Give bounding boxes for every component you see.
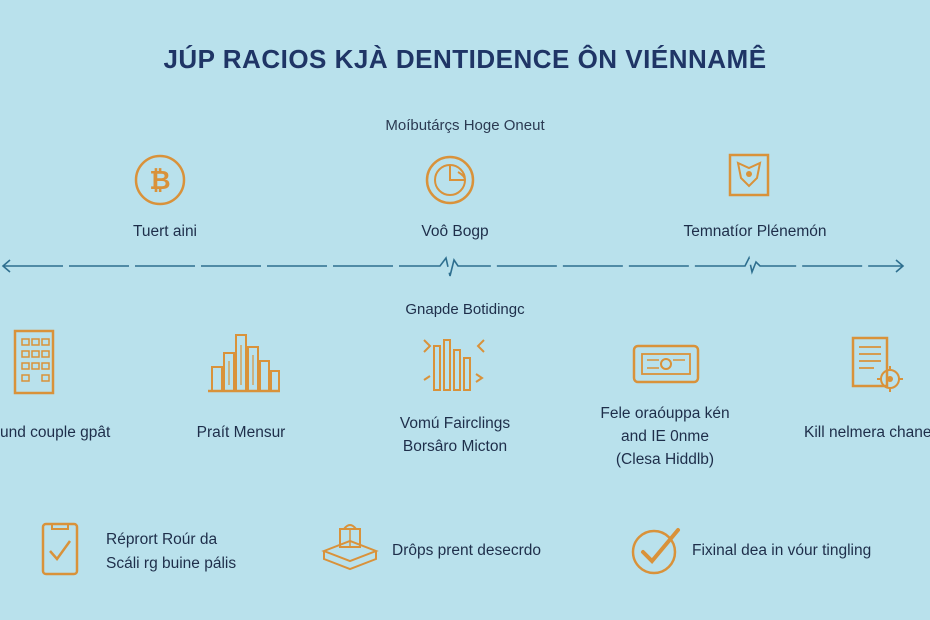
top-label-2: Voô Bogp (421, 223, 489, 240)
middle-label-3b: Borsâro Micton (402, 438, 508, 455)
bitcoin-icon: ₿ (133, 153, 187, 207)
document-gear-icon (850, 335, 904, 395)
middle-label-1: und couple gpât (0, 424, 111, 441)
top-label-3: Temnatíor Plénemón (683, 223, 827, 240)
clipboard-check-icon (40, 521, 80, 577)
bottom-label-3: Fixinal dea in vóur tingling (692, 542, 872, 559)
middle-label-4b: and IE 0nme (621, 428, 709, 445)
middle-heading: Gnapde Botidingc (405, 301, 525, 318)
diagram-title: JÚP RACIOS KJÀ DENTIDENCE ÔN VIÉNNAMÊ (163, 44, 767, 74)
bottom-label-2: Drôps prent desecrdo (392, 542, 542, 559)
left-arrow-icon (1, 259, 11, 273)
bottom-label-1b: Scáli rg buine pális (106, 555, 237, 572)
bar-arrows-icon (420, 332, 488, 394)
device-panel-icon (631, 342, 701, 388)
right-arrow-icon (895, 259, 905, 273)
middle-label-5: Kill nelmera chane (804, 424, 930, 441)
middle-label-2: Praít Mensur (196, 424, 286, 441)
city-skyline-icon (206, 331, 282, 395)
circular-target-icon (425, 152, 479, 208)
shield-crest-icon (727, 152, 771, 198)
timeline-line (1, 255, 905, 277)
bottom-label-1a: Réprort Roúr da (106, 531, 218, 548)
check-circle-icon (630, 524, 682, 576)
middle-label-4c: (Clesa Hiddlb) (615, 451, 715, 468)
building-grid-icon (12, 327, 56, 397)
middle-label-3a: Vomú Fairclings (399, 415, 511, 432)
top-label-1: Tuert aini (132, 223, 198, 240)
middle-label-4a: Fele oraóuppa kén (600, 405, 730, 422)
diagram-subtitle: Moíbutárçs Hoge Oneut (385, 117, 545, 134)
svg-text:₿: ₿ (149, 166, 170, 196)
gift-box-icon (320, 521, 380, 571)
